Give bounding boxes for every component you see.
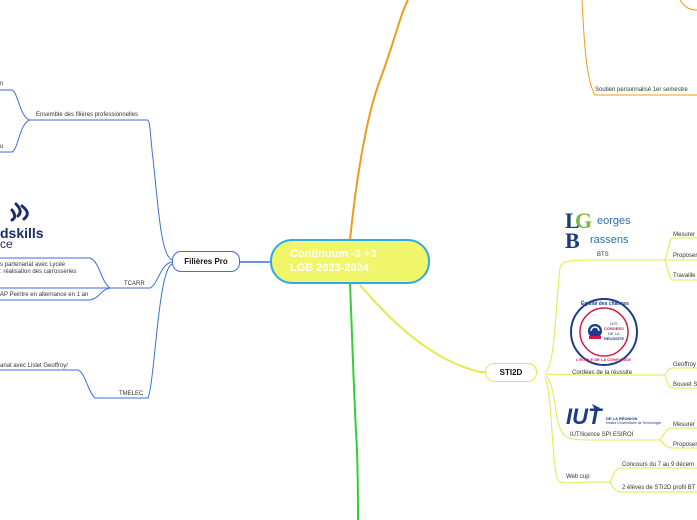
orange-branch — [349, 0, 409, 241]
yellow-webcup-1 — [609, 467, 697, 483]
iut-logo-line1: DE LA RÉUNION — [606, 416, 638, 421]
lycee-georges-brassens-logo: L G B — [565, 210, 592, 250]
webcup-item-1[interactable]: Concours du 7 au 9 décem — [622, 462, 695, 468]
cordees-logo-mid4: RÉUSSITE — [604, 336, 625, 341]
worldskills-line1: dskills — [0, 225, 44, 241]
blue-sub-u — [0, 119, 31, 153]
cordees-logo-bottom: L'ÉCOLE DE LA CONFIANCE — [576, 357, 632, 362]
yellow-iut-1 — [659, 427, 697, 441]
frag-u-label[interactable]: u — [0, 144, 4, 150]
orange-subbranch — [581, 0, 697, 96]
green-branch — [349, 283, 359, 520]
partenariat-line1[interactable]: s partenariat avec Lycée — [0, 262, 66, 268]
yellow-cordees-1 — [664, 367, 697, 376]
svg-text:G: G — [575, 210, 592, 233]
cordees-reussite-logo — [570, 298, 638, 366]
central-topic[interactable]: Continuum -3 +3 LGB 2023-2024 — [270, 239, 430, 284]
melec-item-label[interactable]: ariat avec Lislet Geoffroy/ — [0, 363, 68, 369]
cordees-logo-mid2: CORDÉES — [604, 326, 624, 331]
tcarr-label[interactable]: TCARR — [124, 281, 145, 287]
bts-item-3[interactable]: Travaille — [673, 273, 696, 279]
svg-text:B: B — [565, 228, 580, 250]
blue-branch-tmelec — [95, 263, 173, 399]
webcup-label[interactable]: Web cup — [566, 474, 590, 480]
lgb-logo-text2: rassens — [590, 234, 629, 246]
iut-item-2[interactable]: Proposer — [673, 442, 697, 448]
blue-tcarr-up — [0, 257, 111, 289]
yellow-webcup — [544, 377, 610, 484]
soutien-label[interactable]: Soutien personnalisé 1er semestre — [595, 87, 688, 93]
yellow-branch — [359, 284, 485, 373]
iut-label[interactable]: IUT/licence SPI ESIROI — [570, 432, 634, 438]
bts-item-2[interactable]: Proposer — [673, 253, 697, 259]
blue-branch-tcarr — [0, 261, 173, 289]
cordees-label[interactable]: Cordées de la réussite — [572, 370, 633, 376]
lgb-logo-text1: eorges — [597, 215, 631, 227]
cordees-item-2[interactable]: Bouvet S — [673, 382, 697, 388]
cordees-item-1[interactable]: Geoffroy — [673, 362, 696, 368]
blue-branch-up — [30, 119, 173, 261]
yellow-bts-1 — [664, 237, 697, 261]
ensemble-label[interactable]: Ensemble des filières professionnelles — [36, 112, 139, 118]
cap-label[interactable]: AP Peintre en alternance en 1 an — [0, 292, 89, 298]
cordees-logo-mid3: DE LA — [608, 331, 620, 336]
cordees-logo-mid1: LES — [610, 321, 618, 326]
cordees-logo-top: Égalité des chances — [581, 301, 629, 307]
frag-n-label[interactable]: n — [0, 81, 4, 87]
iut-item-1[interactable]: Mesurer — [673, 422, 696, 428]
bts-label[interactable]: BTS — [597, 252, 609, 258]
webcup-item-2[interactable]: 2 élèves de STI2D profil BT — [622, 485, 696, 491]
bts-item-1[interactable]: Mesurer — [673, 232, 696, 238]
filieres-pro-label: Filières Pro — [184, 257, 228, 266]
yellow-cordees-2 — [664, 374, 697, 389]
yellow-iut-2 — [659, 439, 697, 449]
filieres-pro-node[interactable]: Filières Pro — [172, 251, 240, 272]
iut-logo: IUT — [566, 404, 603, 428]
blue-tcarr-down — [0, 287, 111, 301]
worldskills-logo — [10, 202, 29, 222]
sti2d-node[interactable]: STI2D — [485, 363, 537, 382]
tmelec-label[interactable]: TMELEC — [119, 391, 144, 397]
central-title-line1: Continuum -3 +3 — [290, 248, 377, 260]
sti2d-label: STI2D — [499, 368, 523, 377]
yellow-iut — [544, 375, 660, 441]
yellow-cordees — [544, 373, 665, 376]
iut-logo-line2: Institut Universitaire de Technologie — [606, 421, 662, 425]
worldskills-line2: ce — [0, 237, 13, 251]
svg-text:L: L — [565, 210, 580, 233]
orange-subbranch-2 — [679, 0, 697, 11]
blue-tmelec-up — [0, 369, 96, 399]
central-title-line2: LGB 2023-2024 — [290, 262, 369, 274]
partenariat-line2[interactable]: : réalisation des carrosseries — [0, 269, 77, 275]
blue-sub-n — [0, 89, 31, 121]
yellow-webcup-2 — [609, 481, 697, 493]
yellow-bts-3 — [664, 259, 697, 281]
yellow-bts — [544, 259, 665, 373]
